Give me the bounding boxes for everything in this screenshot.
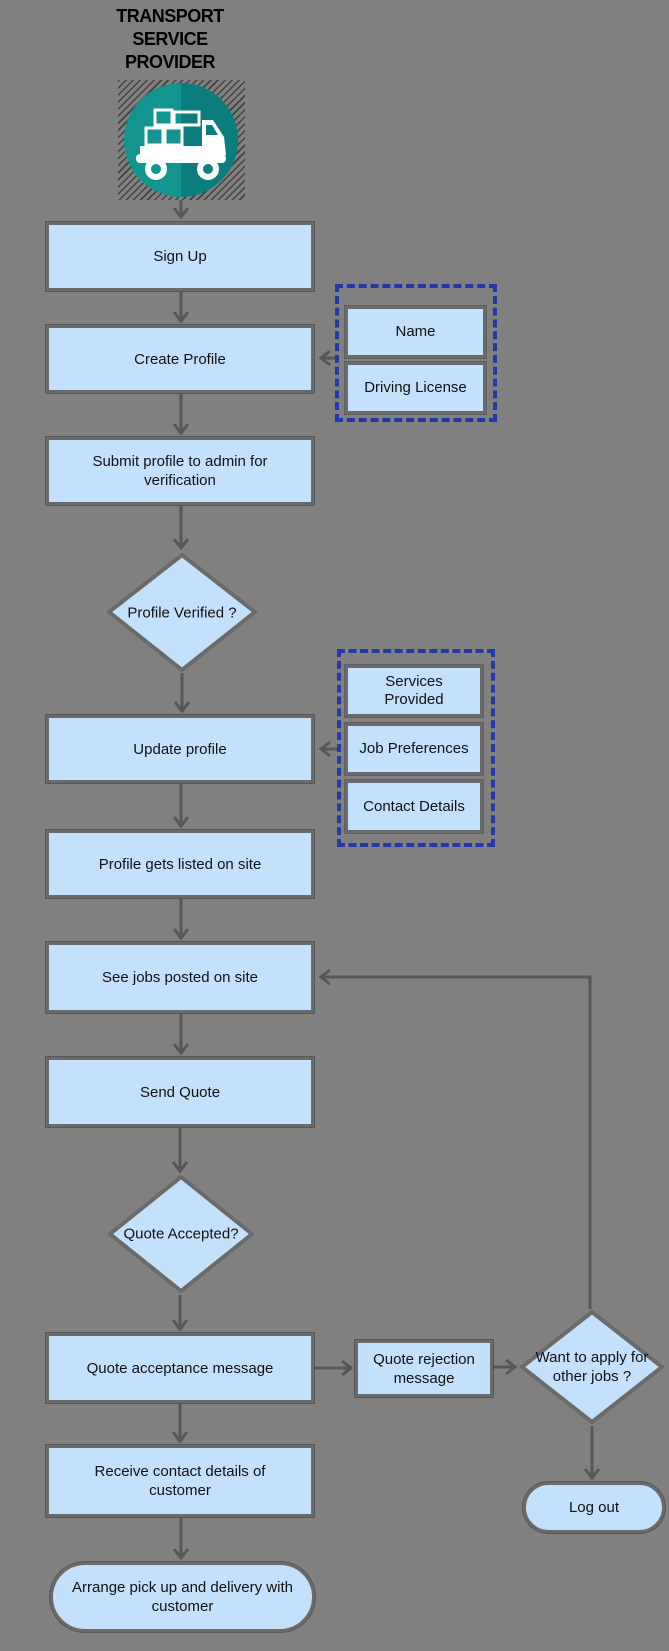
decision-label: Profile Verified ?	[127, 604, 237, 621]
node-update-profile: Update profile	[46, 715, 314, 783]
decision-profile-verified: Profile Verified ?	[106, 552, 258, 673]
diamond-shape	[107, 553, 257, 672]
arrow-icon-to-signup	[172, 198, 190, 220]
arrow-update-to-listed	[172, 784, 190, 829]
node-label: Arrange pick up and delivery with custom…	[72, 1579, 293, 1615]
truck-icon-graphic	[124, 83, 238, 197]
arrow-updatefields-to-updateprofile	[318, 740, 337, 758]
title-line: PROVIDER	[124, 52, 216, 72]
decision-label: Want to apply for other jobs ?	[535, 1349, 649, 1385]
node-label: Quote acceptance message	[86, 1359, 274, 1377]
node-see-jobs: See jobs posted on site	[46, 942, 314, 1013]
arrow-acceptance-to-receive	[171, 1404, 189, 1444]
arrow-seejobs-to-sendquote	[172, 1014, 190, 1056]
field-name: Name	[345, 306, 486, 358]
arrow-accepted-to-acceptance	[171, 1295, 189, 1332]
node-receive-contact: Receive contact details of customer	[46, 1445, 314, 1517]
node-quote-rejection: Quote rejection message	[355, 1340, 493, 1397]
diamond-shape	[108, 1175, 254, 1293]
field-contact-details: Contact Details	[345, 780, 483, 833]
field-label: Driving License	[364, 379, 467, 396]
arrow-receive-to-arrange	[172, 1518, 190, 1561]
arrow-otherjobs-loop-to-seejobs	[318, 968, 592, 1309]
arrow-listed-to-seejobs	[172, 899, 190, 941]
arrow-acceptance-to-rejection	[313, 1359, 354, 1377]
decision-quote-accepted: Quote Accepted?	[107, 1174, 255, 1294]
field-driving-license: Driving License	[345, 362, 486, 414]
field-job-preferences: Job Preferences	[345, 723, 483, 775]
field-label: Contact Details	[363, 797, 465, 815]
terminator-arrange-pickup: Arrange pick up and delivery with custom…	[50, 1562, 315, 1632]
arrow-submit-to-verified	[172, 506, 190, 551]
node-send-quote: Send Quote	[46, 1057, 314, 1127]
title-line: SERVICE	[132, 29, 208, 49]
arrow-createprofile-to-submit	[172, 394, 190, 436]
group-profile-fields: Name Driving License	[335, 284, 497, 422]
page-title: TRANSPORT SERVICE PROVIDER	[60, 5, 280, 74]
node-label: Update profile	[133, 740, 227, 758]
node-label: Receive contact details of customer	[94, 1463, 266, 1499]
node-label: Create Profile	[134, 350, 226, 368]
field-label: Services Provided	[384, 673, 444, 708]
node-sign-up: Sign Up	[46, 222, 314, 291]
node-label: Quote rejection message	[373, 1350, 475, 1387]
arrow-verified-to-update	[173, 673, 191, 714]
arrow-profilefields-to-createprofile	[318, 349, 335, 367]
arrow-otherjobs-to-logout	[583, 1426, 601, 1481]
node-profile-listed: Profile gets listed on site	[46, 830, 314, 898]
decision-label: Quote Accepted?	[123, 1225, 239, 1243]
terminator-log-out: Log out	[523, 1482, 665, 1533]
arrow-rejection-to-otherjobs	[493, 1358, 518, 1376]
arrow-sendquote-to-accepted	[171, 1128, 189, 1174]
node-submit-profile: Submit profile to admin for verification	[46, 437, 314, 505]
diamond-shape	[520, 1310, 664, 1424]
field-label: Job Preferences	[359, 740, 469, 757]
arrow-signup-to-createprofile	[172, 292, 190, 324]
title-line: TRANSPORT	[116, 6, 224, 26]
node-label: Send Quote	[139, 1083, 221, 1101]
node-quote-acceptance: Quote acceptance message	[46, 1333, 314, 1403]
node-label: Profile gets listed on site	[98, 855, 262, 873]
node-label: Submit profile to admin for verification	[92, 453, 268, 489]
node-create-profile: Create Profile	[46, 325, 314, 393]
node-label: Log out	[568, 1499, 620, 1516]
node-label: Sign Up	[153, 248, 207, 265]
transport-truck-icon	[118, 80, 245, 200]
field-services-provided: Services Provided	[345, 665, 483, 717]
field-label: Name	[395, 323, 436, 340]
decision-want-other-jobs: Want to apply for other jobs ?	[519, 1309, 665, 1425]
group-update-fields: Services Provided Job Preferences Contac…	[337, 649, 495, 847]
node-label: See jobs posted on site	[102, 969, 258, 986]
